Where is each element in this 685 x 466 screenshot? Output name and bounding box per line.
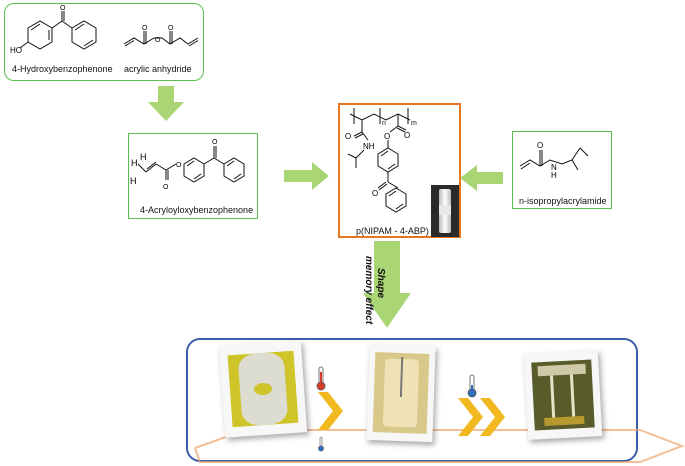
- polymer-structure: O NH O O O: [345, 108, 410, 213]
- label-hydroxybenzophenone: 4-Hydroxybenzophenone: [12, 64, 113, 74]
- svg-text:O: O: [168, 25, 174, 32]
- svg-text:O: O: [537, 141, 543, 150]
- subscript-n: n: [382, 120, 386, 127]
- svg-text:O: O: [404, 131, 410, 140]
- thermometer-hot-icon: [316, 366, 326, 391]
- thermometer-cold-icon: [467, 374, 477, 398]
- label-acryloyloxybenzophenone: 4-Acryloyloxybenzophenone: [140, 205, 254, 215]
- subscript-m: m: [411, 120, 417, 127]
- svg-text:HO: HO: [10, 46, 22, 55]
- sample-photo-1: [218, 340, 308, 438]
- nipam-box: [512, 131, 612, 209]
- svg-text:H: H: [130, 176, 137, 186]
- nipam-structure: O N H: [519, 141, 589, 180]
- svg-text:O: O: [155, 37, 161, 44]
- svg-text:O: O: [163, 184, 169, 191]
- sample-photo-3: [523, 350, 603, 440]
- label-nipam: n-isopropylacrylamide: [519, 196, 607, 206]
- hydroxybenzophenone-structure: HO O: [10, 5, 97, 55]
- arrow-left: [460, 165, 503, 191]
- arrow-right: [284, 162, 329, 190]
- acrylic-anhydride-structure: O O O: [123, 25, 199, 47]
- svg-text:O: O: [142, 25, 148, 32]
- label-acrylic-anhydride: acrylic anhydride: [124, 64, 192, 74]
- arrow-down-2: [363, 241, 411, 328]
- svg-text:O: O: [60, 5, 66, 12]
- svg-text:N: N: [551, 163, 557, 172]
- polymer-box: [338, 103, 461, 238]
- polymer-label: p(NIPAM - 4-ABP): [356, 226, 429, 236]
- thermometer-cold-icon-small: [318, 436, 324, 452]
- sample-photo-2: [366, 343, 436, 443]
- vial-photo: [431, 185, 459, 237]
- svg-text:H: H: [140, 152, 147, 162]
- svg-text:O: O: [176, 162, 182, 169]
- acryloyloxybenzophenone-structure: H H H O O O: [130, 139, 245, 191]
- acryloyloxybenzophenone-box: [128, 133, 258, 219]
- arrow-down-1: [148, 86, 184, 121]
- double-chevron-arrow: [458, 398, 505, 436]
- svg-text:O: O: [372, 189, 378, 198]
- reagents-box: [4, 3, 204, 81]
- svg-text:O: O: [384, 132, 390, 141]
- svg-text:H: H: [131, 158, 138, 168]
- svg-text:NH: NH: [363, 142, 375, 151]
- chevron-arrow-1: [318, 392, 343, 430]
- svg-text:O: O: [212, 139, 218, 146]
- svg-text:H: H: [551, 171, 557, 180]
- svg-text:O: O: [345, 132, 351, 141]
